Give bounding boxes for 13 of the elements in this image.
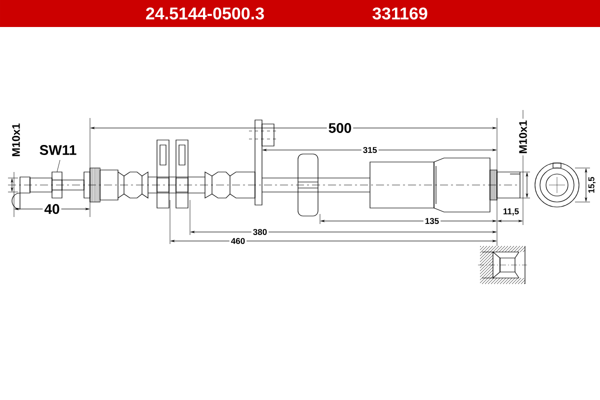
dimension-label: 40 — [42, 202, 62, 216]
dimension-label: M10x1 — [12, 124, 20, 156]
dimension-label: 460 — [229, 236, 247, 246]
dimension-label: 135 — [423, 216, 441, 226]
dimension-label: 11,5 — [504, 208, 519, 216]
part-number: 24.5144-0500.3 — [146, 7, 264, 20]
part-number: 331169 — [372, 7, 428, 20]
dimension-label: 315 — [361, 145, 379, 155]
dimension-label: 380 — [251, 228, 269, 237]
dimension-label: 15,5 — [588, 176, 596, 193]
dimension-label: 500 — [326, 122, 354, 134]
dimension-label: SW11 — [40, 145, 76, 155]
dimension-label: M10x1 — [518, 118, 528, 156]
